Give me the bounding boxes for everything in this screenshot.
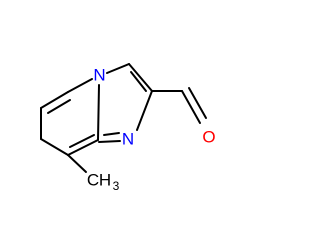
bond-cho-o-2 [188,87,207,119]
bond-c8-c8a [67,139,99,156]
bond-c5-c6 [40,91,69,109]
atom-n-imine: N [122,130,134,149]
bond-c5-c6-inner [47,99,71,114]
bond-c3-c2-inner [130,71,147,92]
bond-nim-c8a [98,140,121,143]
bond-c2-nim [136,90,153,131]
atom-n-ring: N [93,66,105,85]
bond-group [40,63,207,173]
bond-c8-ch3 [67,154,87,173]
atom-o-aldehyde: O [202,128,215,147]
atom-ch3-h: H [99,171,111,190]
bond-c8-c8a-inner [69,134,95,148]
bond-c7-c8 [40,138,69,156]
bond-c8a-n [97,84,100,141]
bond-c3-c2 [128,63,153,92]
bond-nim-c8a-inner [103,132,120,136]
molecule-diagram: N N O C H 3 [40,63,216,193]
atom-ch3-subscript: 3 [113,179,120,193]
bond-n-c3 [106,63,130,74]
atom-ch3-c: C [87,171,99,190]
bond-n-c5 [67,78,93,93]
bond-cho-o-1 [181,90,201,124]
